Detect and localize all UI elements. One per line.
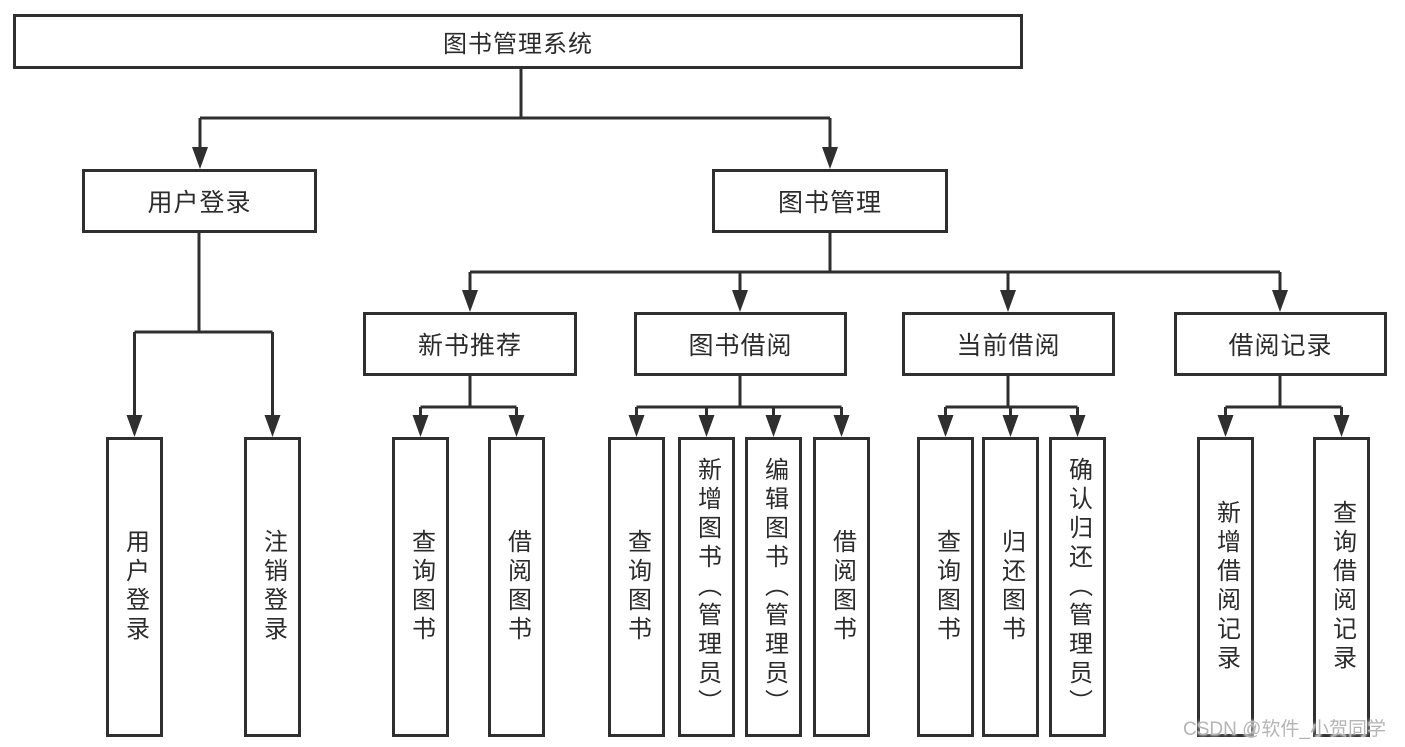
leaf-borrow-edit-admin: 编辑图书（管理员） (745, 437, 802, 737)
node-borrow-record: 借阅记录 (1174, 312, 1387, 376)
leaf-record-add: 新增借阅记录 (1197, 437, 1254, 737)
leaf-newbook-borrow: 借阅图书 (488, 437, 545, 737)
node-book-borrow: 图书借阅 (634, 312, 847, 376)
node-new-book-recommend: 新书推荐 (363, 312, 577, 376)
node-current-borrow: 当前借阅 (902, 312, 1115, 376)
node-book-management: 图书管理 (712, 169, 948, 233)
leaf-current-confirm-return-admin: 确认归还（管理员） (1049, 437, 1106, 737)
node-root-system: 图书管理系统 (13, 14, 1023, 69)
node-user-login: 用户登录 (82, 169, 317, 233)
leaf-user-login: 用户登录 (106, 437, 163, 737)
leaf-logout: 注销登录 (244, 437, 301, 737)
leaf-current-query: 查询图书 (917, 437, 974, 737)
leaf-newbook-query: 查询图书 (392, 437, 449, 737)
leaf-record-query: 查询借阅记录 (1313, 437, 1370, 737)
leaf-borrow-add-admin: 新增图书（管理员） (678, 437, 735, 737)
csdn-watermark: CSDN @软件_小贺同学 (1183, 719, 1386, 740)
leaf-current-return: 归还图书 (982, 437, 1039, 737)
leaf-borrow-query: 查询图书 (608, 437, 665, 737)
leaf-borrow-book: 借阅图书 (813, 437, 870, 737)
